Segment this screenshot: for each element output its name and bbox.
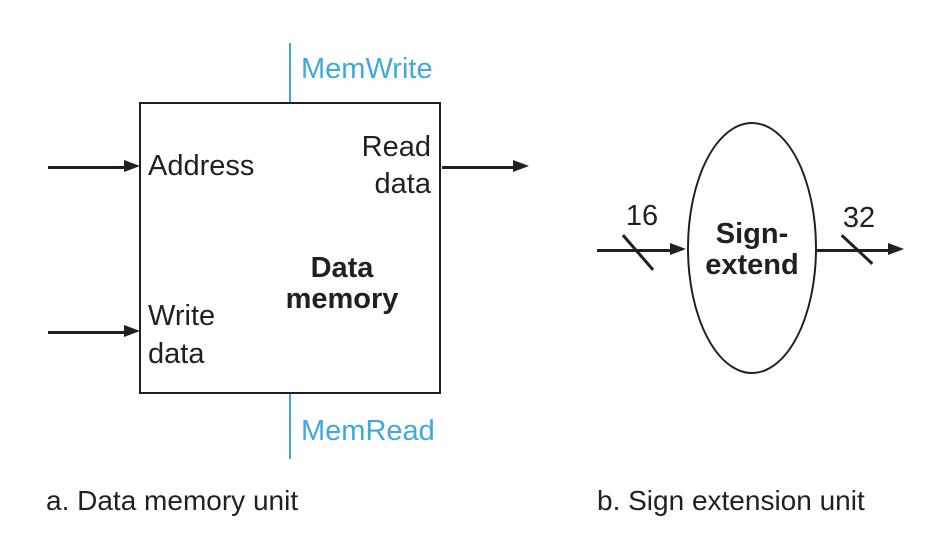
data-memory-box xyxy=(139,102,441,394)
arrow-line xyxy=(48,331,126,334)
input-bit-width-label: 16 xyxy=(625,200,659,232)
memwrite-control-line xyxy=(289,43,291,104)
bus-width-slash-icon xyxy=(621,234,655,271)
arrow-right-icon xyxy=(124,325,140,337)
read-data-port-label: Read data xyxy=(361,131,431,200)
address-port-label: Address xyxy=(148,150,255,182)
data-memory-title: Data memory xyxy=(285,252,399,315)
sign-extend-title: Sign- extend xyxy=(705,218,799,281)
memread-control-line xyxy=(289,394,291,459)
arrow-right-icon xyxy=(670,243,686,255)
caption-data-memory: a. Data memory unit xyxy=(46,485,299,516)
write-data-port-label: Write data xyxy=(148,300,216,370)
caption-sign-extend: b. Sign extension unit xyxy=(597,485,865,516)
sign-extend-ellipse xyxy=(687,122,817,374)
arrow-right-icon xyxy=(888,243,904,255)
memwrite-label: MemWrite xyxy=(301,53,433,85)
output-bit-width-label: 32 xyxy=(842,202,876,234)
arrow-right-icon xyxy=(124,160,140,172)
arrow-line xyxy=(48,166,126,169)
arrow-right-icon xyxy=(513,160,529,172)
arrow-line xyxy=(442,166,514,169)
arrow-line xyxy=(817,249,889,252)
memread-label: MemRead xyxy=(301,415,435,447)
